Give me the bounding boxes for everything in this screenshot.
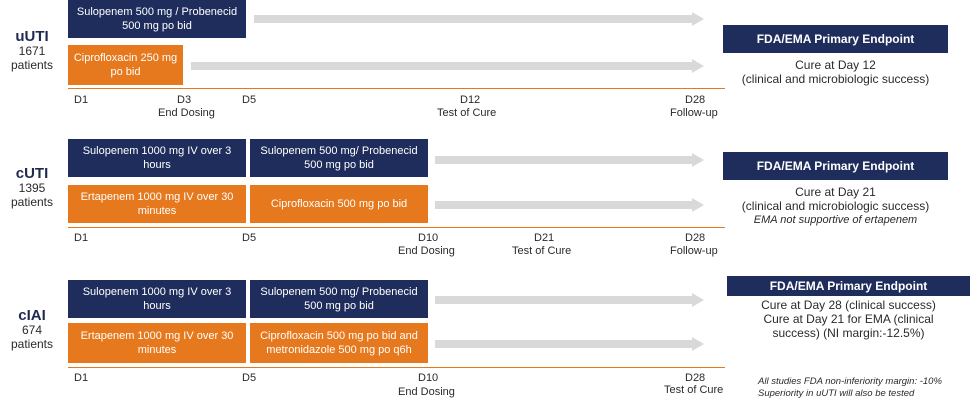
footnote-line1: All studies FDA non-inferiority margin: …: [758, 376, 942, 387]
cuti-endpoint-line2: (clinical and microbiologic success): [741, 199, 930, 213]
uuti-label: uUTI: [15, 28, 49, 45]
uuti-timeline-axis: [68, 88, 725, 89]
ciai-arrow-2: [435, 337, 704, 351]
cuti-endpoint-text: Cure at Day 21 (clinical and microbiolog…: [718, 185, 953, 227]
cuti-tick-d10: D10: [418, 232, 439, 244]
uuti-patients: patients: [10, 58, 54, 72]
uuti-tick-d1: D1: [74, 94, 89, 106]
uuti-tick-d28: D28: [685, 94, 706, 106]
cuti-tick-d28-label: Follow-up: [670, 245, 718, 257]
ciai-patients: patients: [10, 337, 54, 351]
cuti-ciprofloxacin-box: Ciprofloxacin 500 mg po bid: [250, 185, 428, 223]
ciai-ertapenem-box: Ertapenem 1000 mg IV over 30 minutes: [68, 323, 246, 363]
cuti-label: cUTI: [15, 165, 49, 182]
uuti-endpoint-line1: Cure at Day 12: [795, 58, 876, 72]
footnote-line2: Superiority in uUTI will also be tested: [758, 388, 915, 399]
cuti-endpoint-line1: Cure at Day 21: [795, 185, 876, 199]
cuti-tick-d10-label: End Dosing: [398, 245, 455, 257]
uuti-endpoint-header: FDA/EMA Primary Endpoint: [723, 25, 948, 53]
ciai-label: cIAI: [18, 307, 46, 324]
uuti-tick-d3-label: End Dosing: [158, 107, 215, 119]
ciai-timeline-axis: [68, 367, 725, 368]
cuti-ertapenem-box: Ertapenem 1000 mg IV over 30 minutes: [68, 185, 246, 223]
uuti-tick-d12: D12: [460, 94, 481, 106]
cuti-tick-d1: D1: [74, 232, 89, 244]
cuti-sulopenem-iv-box: Sulopenem 1000 mg IV over 3 hours: [68, 139, 246, 177]
cuti-sulopenem-po-box: Sulopenem 500 mg/ Probenecid 500 mg po b…: [250, 139, 428, 177]
ciai-sulopenem-po-box: Sulopenem 500 mg/ Probenecid 500 mg po b…: [250, 280, 428, 318]
footnote: All studies FDA non-inferiority margin: …: [758, 376, 942, 400]
uuti-tick-d5: D5: [242, 94, 257, 106]
uuti-sulopenem-box: Sulopenem 500 mg / Probenecid 500 mg po …: [68, 0, 246, 38]
cuti-tick-d5: D5: [242, 232, 257, 244]
ciai-tick-d28: D28: [685, 372, 706, 384]
uuti-endpoint-line2: (clinical and microbiologic success): [741, 72, 930, 86]
uuti-arrow-1: [254, 12, 704, 26]
cuti-tick-d28: D28: [685, 232, 706, 244]
uuti-count: 1671: [18, 44, 46, 58]
ciai-endpoint-line2: Cure at Day 21 for EMA (clinical: [763, 312, 934, 326]
ciai-tick-d28-label: Test of Cure: [664, 384, 724, 396]
ciai-endpoint-header: FDA/EMA Primary Endpoint: [727, 276, 970, 296]
uuti-endpoint-text: Cure at Day 12 (clinical and microbiolog…: [718, 58, 953, 86]
cuti-arrow-1: [435, 153, 704, 167]
ciai-tick-d5: D5: [242, 372, 257, 384]
ciai-cipro-metronidazole-box: Ciprofloxacin 500 mg po bid and metronid…: [250, 323, 428, 363]
uuti-arrow-2: [191, 59, 704, 73]
cuti-tick-d21-label: Test of Cure: [512, 245, 572, 257]
ciai-endpoint-line3: success) (NI margin:-12.5%): [772, 326, 925, 340]
ciai-endpoint-text: Cure at Day 28 (clinical success) Cure a…: [722, 298, 975, 340]
uuti-tick-d28-label: Follow-up: [670, 107, 718, 119]
cuti-tick-d21: D21: [534, 232, 555, 244]
ciai-sulopenem-iv-box: Sulopenem 1000 mg IV over 3 hours: [68, 280, 246, 318]
cuti-timeline-axis: [68, 227, 725, 228]
uuti-tick-d3: D3: [177, 94, 192, 106]
uuti-tick-d12-label: Test of Cure: [437, 107, 497, 119]
cuti-patients: patients: [10, 195, 54, 209]
ciai-endpoint-line1: Cure at Day 28 (clinical success): [761, 298, 936, 312]
ciai-tick-d10: D10: [418, 372, 439, 384]
cuti-count: 1395: [18, 181, 46, 195]
cuti-endpoint-note: EMA not supportive of ertapenem: [753, 214, 918, 226]
ciai-arrow-1: [435, 293, 704, 307]
cuti-endpoint-header: FDA/EMA Primary Endpoint: [723, 152, 948, 180]
uuti-ciprofloxacin-box: Ciprofloxacin 250 mg po bid: [68, 45, 183, 85]
ciai-tick-d1: D1: [74, 372, 89, 384]
ciai-count: 674: [21, 323, 43, 337]
cuti-arrow-2: [435, 198, 704, 212]
ciai-tick-d10-label: End Dosing: [398, 386, 455, 398]
